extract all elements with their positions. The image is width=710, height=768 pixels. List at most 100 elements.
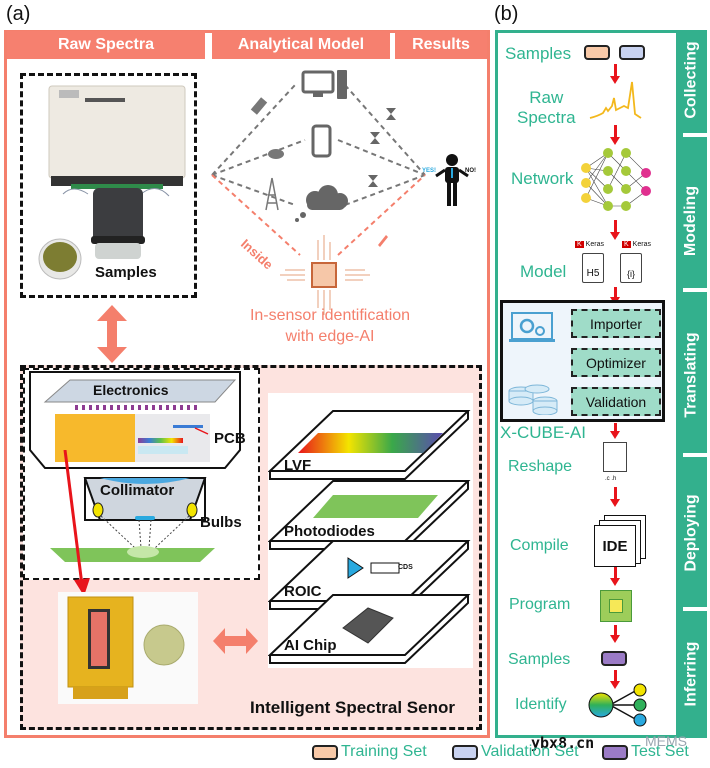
stage-collecting: Collecting — [682, 41, 700, 119]
sensor-photo — [58, 592, 198, 704]
h5-file-icon: H5 — [582, 253, 604, 283]
legend-swatch-validation — [452, 744, 478, 760]
caption-line-1: In-sensor identification — [249, 307, 411, 324]
stage-modeling: Modeling — [682, 185, 700, 256]
legend-test: Test Set — [602, 743, 689, 761]
stage-deploying: Deploying — [682, 494, 700, 572]
flow-arrow — [610, 625, 620, 643]
yes-label: YES! — [422, 168, 436, 174]
layer-ai-chip — [267, 594, 471, 664]
stage-separator — [683, 607, 707, 611]
flow-arrow — [610, 487, 620, 507]
collimator-label: Collimator — [100, 482, 175, 499]
xcube-step-importer: Importer — [571, 309, 661, 338]
samples-label: Samples — [95, 264, 157, 281]
layer-roic — [267, 540, 471, 610]
ethernet-icon — [250, 97, 268, 115]
tower-icon — [265, 177, 279, 211]
phone-icon — [311, 124, 332, 158]
pcb-label: PCB — [214, 430, 246, 447]
edge-ai-chip-icon — [280, 235, 370, 315]
computer-icon — [301, 70, 347, 99]
sensor-title: Intelligent Spectral Senor — [250, 698, 455, 717]
edge-ai-caption: In-sensor identification with edge-AI — [230, 305, 430, 347]
header-results: Results — [395, 31, 487, 59]
watermark-site: ybx8.cn — [531, 734, 595, 752]
cds-label: CDS — [398, 564, 413, 571]
cross-section-box: Electronics PCB Collimator Bulbs — [23, 368, 260, 580]
layer-lvf — [267, 410, 471, 480]
red-pointer-arrow — [63, 450, 90, 596]
cloud-paths — [211, 84, 426, 206]
hourglass-icons — [368, 108, 396, 187]
flow-arrow — [610, 125, 620, 145]
step-reshape: Reshape — [508, 458, 573, 475]
edge-paths — [211, 174, 426, 256]
neural-network-icon — [581, 148, 651, 211]
step-model: Model — [520, 262, 567, 281]
step-compile: Compile — [510, 537, 569, 554]
laptop-gears-icon — [509, 312, 555, 342]
source-files-icon — [603, 442, 627, 472]
keras-logo-icon: K — [622, 241, 631, 248]
keras-logo-icon: K — [575, 241, 584, 248]
layer-label-photodiodes: Photodiodes — [284, 523, 375, 540]
legend-validation: Validation Set — [452, 743, 579, 761]
stage-separator — [683, 288, 707, 292]
step-xcube-ai: X-CUBE-AI — [500, 423, 586, 442]
stage-inferring: Inferring — [682, 641, 700, 707]
layer-label-ai-chip: AI Chip — [284, 637, 337, 654]
ide-icon: IDE — [594, 515, 646, 567]
step-program: Program — [509, 596, 571, 613]
panel-b-label: (b) — [494, 3, 519, 25]
step-identify: Identify — [515, 696, 567, 713]
c-h-label: .c .h — [605, 476, 617, 482]
watermark-brand: MEMS — [645, 733, 687, 749]
header-analytical-model: Analytical Model — [212, 31, 390, 59]
spectrum-icon — [589, 81, 642, 119]
spectrometer-photo — [38, 85, 186, 280]
step-samples-test: Samples — [508, 651, 571, 668]
legend-training: Training Set — [312, 743, 427, 761]
cross-section-diagram — [29, 371, 241, 562]
cloud-icon — [295, 185, 348, 222]
layer-photodiodes — [267, 480, 471, 550]
horizontal-double-arrow-icon — [213, 628, 258, 654]
xcube-step-optimizer: Optimizer — [571, 348, 661, 377]
layer-label-lvf: LVF — [284, 457, 312, 474]
wifi-signal-icon — [268, 149, 284, 159]
flow-arrow — [610, 423, 620, 439]
stage-translating: Translating — [682, 331, 700, 418]
step-network: Network — [511, 169, 574, 188]
edge-ai-diagram: YES! NO! Inside — [211, 70, 476, 315]
microcontroller-icon — [600, 590, 632, 622]
flow-arrow — [610, 220, 620, 240]
xcube-ai-box: Importer Optimizer Validation — [500, 300, 665, 422]
training-set-swatch — [584, 45, 610, 60]
test-set-swatch — [601, 651, 627, 666]
vertical-double-arrow-icon — [97, 305, 127, 363]
rocket-icon — [378, 235, 388, 247]
step-raw-spectra: Raw Spectra — [517, 88, 576, 127]
pins — [75, 405, 197, 410]
no-label: NO! — [465, 168, 476, 174]
flow-arrow — [610, 287, 620, 305]
layer-stack: CDS LVF Photodiodes ROIC AI Chip — [267, 393, 473, 668]
panel-a-label: (a) — [6, 3, 31, 25]
database-icon — [508, 384, 558, 415]
device-photo-box: Samples — [20, 73, 197, 298]
caption-line-2: with edge-AI — [285, 328, 375, 345]
person-icon — [435, 154, 469, 206]
json-file-icon: {i} — [620, 253, 642, 283]
xcube-step-validation: Validation — [571, 387, 661, 416]
flow-arrow — [610, 670, 620, 689]
legend-swatch-training — [312, 744, 338, 760]
stage-separator — [683, 453, 707, 457]
legend-swatch-test — [602, 744, 628, 760]
flow-arrow — [610, 64, 620, 84]
stage-separator — [683, 133, 707, 137]
classification-icon — [588, 683, 647, 727]
inside-label: Inside — [238, 236, 276, 272]
header-raw-spectra: Raw Spectra — [7, 31, 205, 59]
